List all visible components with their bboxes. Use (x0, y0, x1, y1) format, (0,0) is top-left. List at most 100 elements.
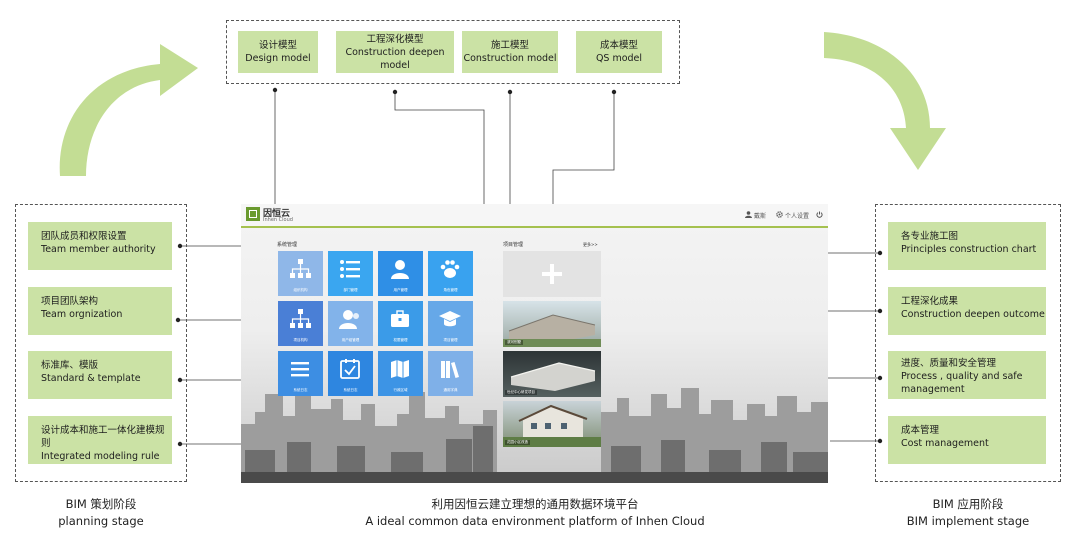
implement-item-construction-chart: 各专业施工图 Principles construction chart (888, 222, 1046, 270)
tile-dictionary[interactable]: 通用字典 (428, 351, 473, 396)
project-label: 滨河别墅 (505, 340, 523, 345)
item-label-cn: 项目团队架构 (41, 296, 99, 307)
model-box-construction: 施工模型 Construction model (462, 31, 558, 73)
curved-arrow-down-right-icon (824, 32, 946, 170)
building-render-image (510, 362, 596, 391)
tile-project-org[interactable]: 项目机构 (278, 301, 323, 346)
tile-label: 通用字典 (443, 388, 458, 392)
planning-group (15, 204, 187, 482)
title-en: A ideal common data environment platform… (365, 514, 705, 528)
item-label-en: Team orgnization (41, 309, 123, 320)
planning-item-authority: 团队成员和权限设置 Team member authority (28, 222, 172, 270)
tile-label: 系统日志 (343, 388, 358, 392)
tile-label: 项目机构 (293, 338, 308, 342)
books-icon (441, 361, 459, 378)
platform-title: 利用因恒云建立理想的通用数据环境平台 A ideal common data e… (330, 496, 740, 530)
project-management-heading: 项目管理 (503, 242, 524, 248)
item-label-en: Team member authority (41, 244, 156, 255)
title-cn: 利用因恒云建立理想的通用数据环境平台 (431, 497, 639, 511)
item-label-cn: 工程深化成果 (901, 296, 959, 307)
item-label-en: Cost management (901, 438, 989, 449)
inhen-logo-icon (246, 207, 260, 221)
planning-item-template: 标准库、模版 Standard & template (28, 351, 172, 399)
tile-label: 部门管理 (343, 288, 358, 292)
tile-label: 用户组管理 (341, 338, 360, 342)
implement-item-deepen-outcome: 工程深化成果 Construction deepen outcome (888, 287, 1046, 335)
planning-item-organization: 项目团队架构 Team orgnization (28, 287, 172, 335)
tile-permission[interactable]: 权限管理 (378, 301, 423, 346)
project-label: 花园小区改造 (505, 440, 530, 445)
planning-item-modeling-rule: 设计成本和施工一体化建模规则 Integrated modeling rule (28, 416, 172, 464)
project-card-center[interactable]: 世纪中心研发项目 (503, 351, 601, 397)
tile-label: 权限管理 (393, 338, 408, 342)
item-label-en: Construction deepen outcome (901, 309, 1045, 320)
power-icon[interactable] (816, 211, 823, 218)
model-label-cn: 成本模型 (599, 40, 638, 51)
tile-user[interactable]: 用户管理 (378, 251, 423, 296)
tile-department[interactable]: 部门管理 (328, 251, 373, 296)
personal-settings-link[interactable]: 个人设置 (785, 213, 810, 220)
implement-stage-caption: BIM 应用阶段 BIM implement stage (890, 496, 1046, 530)
implement-item-cost: 成本管理 Cost management (888, 416, 1046, 464)
model-label-en: QS model (595, 53, 643, 64)
tile-region[interactable]: 行政区域 (378, 351, 423, 396)
paw-icon (440, 260, 460, 278)
platform-top-bar: 因恒云 Inhen Cloud 戴斯 个人设置 (241, 204, 828, 228)
tile-project[interactable]: 项目管理 (428, 301, 473, 346)
list-icon (340, 260, 360, 278)
city-skyline-image (241, 384, 828, 483)
item-label-cn: 设计成本和施工一体化建模规则 (41, 425, 165, 449)
menu-icon (291, 362, 309, 377)
implement-item-process-quality: 进度、质量和安全管理 Process , quality and safe ma… (888, 351, 1046, 399)
stage-label-en: planning stage (58, 514, 144, 528)
more-link[interactable]: 更多>> (583, 242, 598, 247)
tile-org-structure[interactable]: 组织机构 (278, 251, 323, 296)
system-management-heading: 系统管理 (277, 242, 298, 248)
building-render-image (503, 404, 601, 447)
add-project-card[interactable] (503, 251, 601, 297)
current-user-name[interactable]: 戴斯 (754, 213, 767, 220)
stage-label-cn: BIM 应用阶段 (932, 497, 1004, 511)
model-label-cn: 施工模型 (490, 40, 529, 51)
model-box-qs: 成本模型 QS model (576, 31, 662, 73)
user-icon (391, 260, 409, 279)
gear-icon[interactable] (776, 211, 783, 218)
calendar-check-icon (340, 359, 360, 379)
implement-group (875, 204, 1061, 482)
item-label-en: Standard & template (41, 373, 141, 384)
org-chart-icon (290, 259, 311, 278)
tile-label: 系统日志 (293, 388, 308, 392)
map-icon (391, 360, 409, 378)
item-label-en: Principles construction chart (901, 244, 1037, 255)
model-label-en: Design model (245, 53, 311, 64)
org-chart-icon (290, 309, 311, 328)
tile-system-log[interactable]: 系统日志 (278, 351, 323, 396)
tile-label: 用户管理 (393, 288, 408, 292)
user-group-icon (339, 310, 359, 329)
tile-user-group[interactable]: 用户组管理 (328, 301, 373, 346)
item-label-cn: 成本管理 (901, 425, 940, 436)
tile-role[interactable]: 角色管理 (428, 251, 473, 296)
project-label: 世纪中心研发项目 (505, 390, 537, 395)
logo-text-cn: 因恒云 (263, 209, 291, 219)
user-icon[interactable] (745, 211, 752, 218)
stage-label-en: BIM implement stage (906, 514, 1030, 528)
tile-label: 组织机构 (293, 288, 308, 292)
item-label-cn: 各专业施工图 (901, 231, 959, 242)
model-box-deepen: 工程深化模型 Construction deepen model (336, 31, 454, 73)
project-card-garden[interactable]: 花园小区改造 (503, 401, 601, 447)
model-label-cn: 设计模型 (258, 40, 297, 51)
item-label-cn: 进度、质量和安全管理 (901, 358, 997, 369)
project-card-villa[interactable]: 滨河别墅 (503, 301, 601, 347)
model-box-design: 设计模型 Design model (238, 31, 318, 73)
briefcase-icon (391, 310, 409, 327)
building-render-image (503, 314, 601, 347)
tile-system-log-2[interactable]: 系统日志 (328, 351, 373, 396)
curved-arrow-up-right-icon (59, 44, 199, 176)
stage-label-cn: BIM 策划阶段 (65, 497, 137, 511)
model-label-en: Construction model (463, 53, 557, 64)
tile-label: 项目管理 (443, 338, 458, 342)
item-label-cn: 团队成员和权限设置 (41, 231, 127, 242)
item-label-cn: 标准库、模版 (41, 360, 99, 371)
logo-text-en: Inhen Cloud (263, 217, 293, 223)
